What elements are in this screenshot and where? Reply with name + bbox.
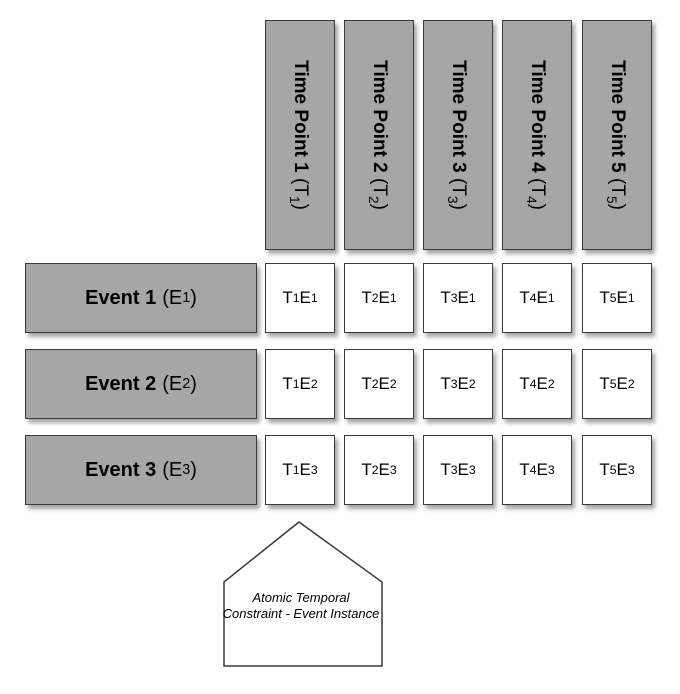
time-point-label: Time Point 2 xyxy=(369,60,390,173)
event-label: Event 2 xyxy=(85,372,157,395)
time-point-label: Time Point 1 xyxy=(290,60,311,173)
event-label: Event 1 xyxy=(85,286,157,309)
time-point-header-1: Time Point 1 (T1) xyxy=(265,20,335,250)
event-label: Event 3 xyxy=(85,458,157,481)
time-point-header-4: Time Point 4 (T4) xyxy=(502,20,572,250)
time-point-label: Time Point 3 xyxy=(448,60,469,173)
time-point-label: Time Point 5 xyxy=(607,60,628,173)
time-point-header-3: Time Point 3 (T3) xyxy=(423,20,493,250)
callout-label: Atomic Temporal Constraint - Event Insta… xyxy=(222,590,380,621)
time-point-header-5: Time Point 5 (T5) xyxy=(582,20,652,250)
callout-shape xyxy=(223,521,383,667)
time-point-header-2: Time Point 2 (T2) xyxy=(344,20,414,250)
time-point-label: Time Point 4 xyxy=(527,60,548,173)
